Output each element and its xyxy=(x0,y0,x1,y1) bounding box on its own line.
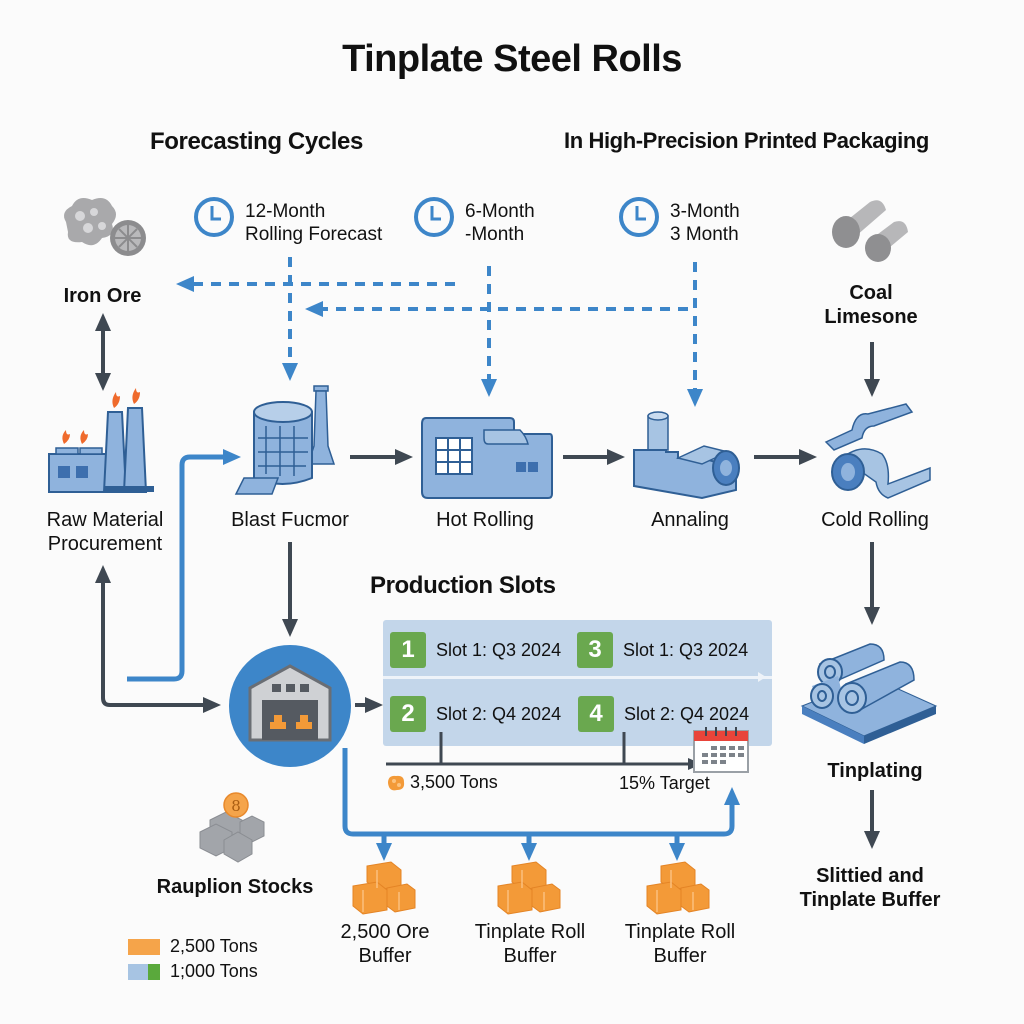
hot-rolling-label: Hot Rolling xyxy=(436,509,534,531)
slot-item[interactable]: 4 Slot 2: Q4 2024 xyxy=(578,696,749,732)
buffer-boxes-icon xyxy=(352,861,416,915)
buffer-line-1: Tinplate Roll xyxy=(624,921,736,943)
buffer-boxes-icon xyxy=(646,861,710,915)
slitting-line-2: Tinplate Buffer xyxy=(799,889,941,911)
iron-ore-label: Iron Ore xyxy=(63,285,142,307)
legend-label: 2,500 Tons xyxy=(170,936,258,956)
cold-rolling-icon xyxy=(824,403,931,499)
warehouse-icon xyxy=(229,645,351,767)
blue-loop-to-blast-furnace xyxy=(127,449,241,682)
buffer-boxes-icon xyxy=(497,861,561,915)
raw-material-line-2: Procurement xyxy=(47,533,163,555)
factory-icon xyxy=(48,388,154,493)
timeline-left-value: 3,500 Tons xyxy=(386,772,498,793)
legend-item: 2,500 Tons xyxy=(128,936,258,957)
slot-row-divider xyxy=(383,676,772,679)
production-slots-panel: 1 Slot 1: Q3 2024 3 Slot 1: Q3 2024 2 Sl… xyxy=(383,620,772,746)
buffer-line-1: Tinplate Roll xyxy=(474,921,586,943)
slot-number-badge: 3 xyxy=(577,632,613,668)
production-slots-heading: Production Slots xyxy=(370,572,556,599)
cycle-line-1: 3-Month xyxy=(670,201,740,222)
buffer-label: Tinplate Roll Buffer xyxy=(455,920,605,968)
slot-number-badge: 2 xyxy=(390,696,426,732)
slot-item[interactable]: 1 Slot 1: Q3 2024 xyxy=(390,632,561,668)
coal-label: Coal Limesone xyxy=(806,281,936,329)
clock-icon xyxy=(619,197,659,237)
ore-nugget-icon xyxy=(388,775,405,790)
raw-material-line-1: Raw Material xyxy=(46,509,164,531)
diagram-title: Tinplate Steel Rolls xyxy=(342,38,682,80)
cycle-line-2: Rolling Forecast xyxy=(245,224,383,245)
legend-swatch-orange xyxy=(128,938,160,955)
calendar-icon xyxy=(693,727,749,773)
slot-label: Slot 2: Q4 2024 xyxy=(624,703,750,724)
slot-item[interactable]: 2 Slot 2: Q4 2024 xyxy=(390,696,561,732)
tinplating-icon xyxy=(800,643,938,744)
annealing-label: Annaling xyxy=(651,509,729,531)
cycle-line-1: 12-Month xyxy=(245,201,326,222)
iron-ore-icon xyxy=(64,198,146,256)
coal-line-1: Coal xyxy=(849,282,893,304)
timeline-axis xyxy=(386,732,702,770)
blast-furnace-icon xyxy=(234,385,336,495)
coal-limestone-icon xyxy=(832,200,908,262)
clock-icon xyxy=(194,197,234,237)
raw-material-label: Raw Material Procurement xyxy=(25,508,185,556)
packaging-heading: In High-Precision Printed Packaging xyxy=(564,128,929,153)
slot-label: Slot 2: Q4 2024 xyxy=(436,703,562,724)
legend-swatch-blue-green xyxy=(128,963,160,980)
legend-label: 1;000 Tons xyxy=(170,961,258,981)
blast-furnace-label: Blast Fucmor xyxy=(231,509,349,531)
timeline-left-text: 3,500 Tons xyxy=(410,772,498,792)
hot-rolling-icon xyxy=(421,417,553,499)
cycle-line-2: 3 Month xyxy=(670,224,739,245)
slot-number-badge: 1 xyxy=(390,632,426,668)
cycle-line-1: 6-Month xyxy=(465,201,535,222)
forecasting-heading: Forecasting Cycles xyxy=(150,128,363,155)
buffer-label: 2,500 Ore Buffer xyxy=(320,920,450,968)
slot-label: Slot 1: Q3 2024 xyxy=(623,639,749,660)
tinplating-label: Tinplating xyxy=(827,760,923,782)
legend: 2,500 Tons 1;000 Tons xyxy=(128,936,258,982)
slot-divider-arrow-icon xyxy=(758,672,766,682)
legend-item: 1;000 Tons xyxy=(128,961,258,982)
stocks-icon: 8 xyxy=(199,792,265,863)
slot-label: Slot 1: Q3 2024 xyxy=(436,639,562,660)
buffer-line-2: Buffer xyxy=(653,945,707,967)
timeline-right-value: 15% Target xyxy=(619,773,710,793)
buffer-line-2: Buffer xyxy=(358,945,412,967)
coal-line-2: Limesone xyxy=(824,306,918,328)
buffer-line-1: 2,500 Ore xyxy=(340,921,430,943)
slot-number-badge: 4 xyxy=(578,696,614,732)
clock-icon xyxy=(414,197,454,237)
stocks-label: Rauplion Stocks xyxy=(156,876,314,898)
slot-item[interactable]: 3 Slot 1: Q3 2024 xyxy=(577,632,748,668)
slitting-line-1: Slittied and xyxy=(816,865,924,887)
annealing-icon xyxy=(633,411,740,500)
cycle-line-2: -Month xyxy=(465,224,525,245)
arrow-loop-raw-to-warehouse xyxy=(101,578,221,713)
forecast-cycle-6-month: 6-Month-Month xyxy=(413,196,535,246)
cold-rolling-label: Cold Rolling xyxy=(821,509,929,531)
buffer-line-2: Buffer xyxy=(503,945,557,967)
blue-buffer-distribution xyxy=(342,748,740,837)
buffer-label: Tinplate Roll Buffer xyxy=(605,920,755,968)
coin-symbol: 8 xyxy=(231,797,241,815)
slitting-label: Slittied and Tinplate Buffer xyxy=(780,864,960,912)
